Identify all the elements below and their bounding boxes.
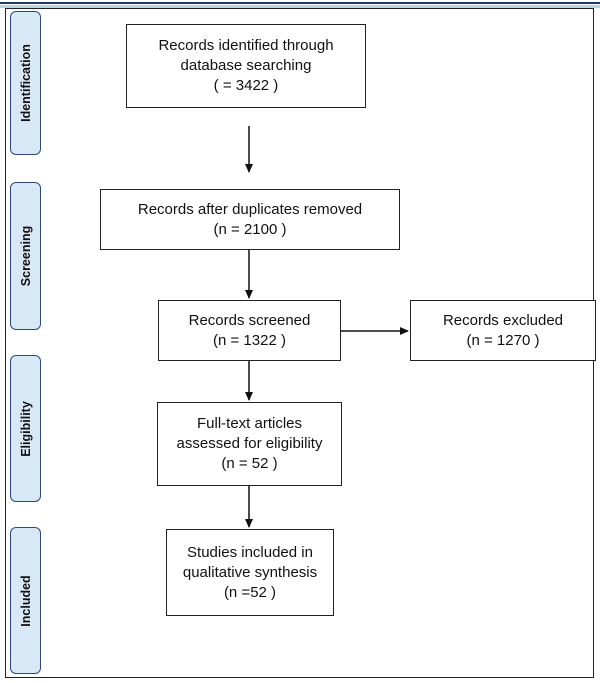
header-rule-accent [0, 5, 600, 8]
box-full-text-assessed: Full-text articles assessed for eligibil… [157, 402, 342, 486]
box-records-screened-text: Records screened (n = 1322 ) [188, 311, 311, 349]
box-full-text-assessed-text: Full-text articles assessed for eligibil… [176, 415, 323, 472]
stage-eligibility: Eligibility [10, 355, 41, 502]
box-studies-included: Studies included in qualitative synthesi… [166, 529, 334, 616]
box-records-screened: Records screened (n = 1322 ) [158, 300, 341, 361]
box-studies-included-text: Studies included in qualitative synthesi… [182, 543, 318, 601]
stage-screening: Screening [10, 182, 41, 330]
header-rule [0, 2, 600, 4]
stage-identification: Identification [10, 11, 41, 155]
stage-included: Included [10, 527, 41, 674]
box-duplicates-removed: Records after duplicates removed (n = 21… [100, 189, 400, 250]
box-records-identified-text: Records identified through database sear… [158, 37, 334, 94]
box-records-identified: Records identified through database sear… [126, 24, 366, 108]
box-records-excluded: Records excluded (n = 1270 ) [410, 300, 596, 361]
box-records-excluded-text: Records excluded (n = 1270 ) [442, 311, 564, 349]
box-duplicates-removed-text: Records after duplicates removed (n = 21… [137, 200, 363, 238]
